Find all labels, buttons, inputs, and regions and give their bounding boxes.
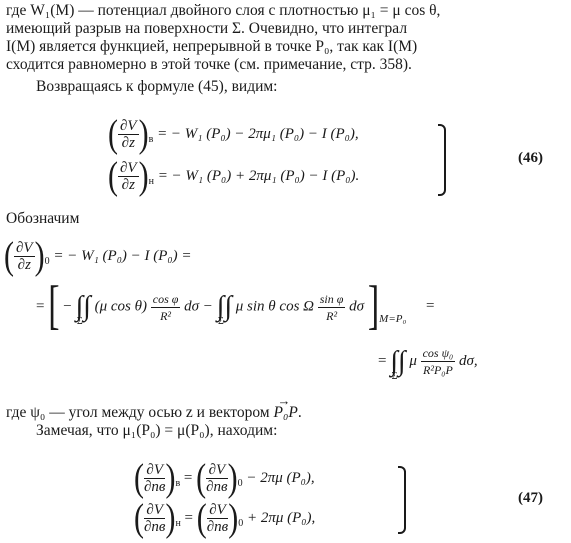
- text-line: Обозначим: [6, 210, 80, 227]
- equation-46-brace: [438, 124, 446, 196]
- text-line: Замечая, что μ₁(P₀) = μ(P₀), находим:: [36, 422, 278, 439]
- equation-46-row-1: (∂V∂z)в = − W₁ (P₀) − 2πμ₁ (P₀) − I (P₀)…: [108, 112, 359, 156]
- equation-46-number: (46): [518, 150, 543, 166]
- text-line: где ψ₀ — угол между осью z и вектором P₀…: [6, 392, 302, 422]
- equation-47-row-1: (∂V∂nв)в = (∂V∂nв)0 − 2πμ (P₀),: [134, 456, 315, 500]
- equation-47-number: (47): [518, 490, 543, 506]
- equation-46-row-2: (∂V∂z)н = − W₁ (P₀) + 2πμ₁ (P₀) − I (P₀)…: [108, 154, 360, 198]
- text-line: I(M) является функцией, непрерывной в то…: [6, 38, 418, 55]
- equation-47-brace: [398, 466, 406, 534]
- vector-p0p: P₀P: [273, 392, 297, 422]
- text-line: Возвращаясь к формуле (45), видим:: [36, 78, 278, 95]
- equation-47-row-2: (∂V∂nв)н = (∂V∂nв)0 + 2πμ (P₀),: [134, 496, 316, 540]
- text-line: имеющий разрыв на поверхности Σ. Очевидн…: [6, 20, 408, 37]
- text-line: сходится равномерно в этой точке (см. пр…: [6, 56, 412, 73]
- text-line: где W₁(M) — потенциал двойного слоя с пл…: [6, 2, 441, 19]
- equation-long-row-1: (∂V∂z)0 = − W₁ (P₀) − I (P₀) =: [4, 234, 192, 278]
